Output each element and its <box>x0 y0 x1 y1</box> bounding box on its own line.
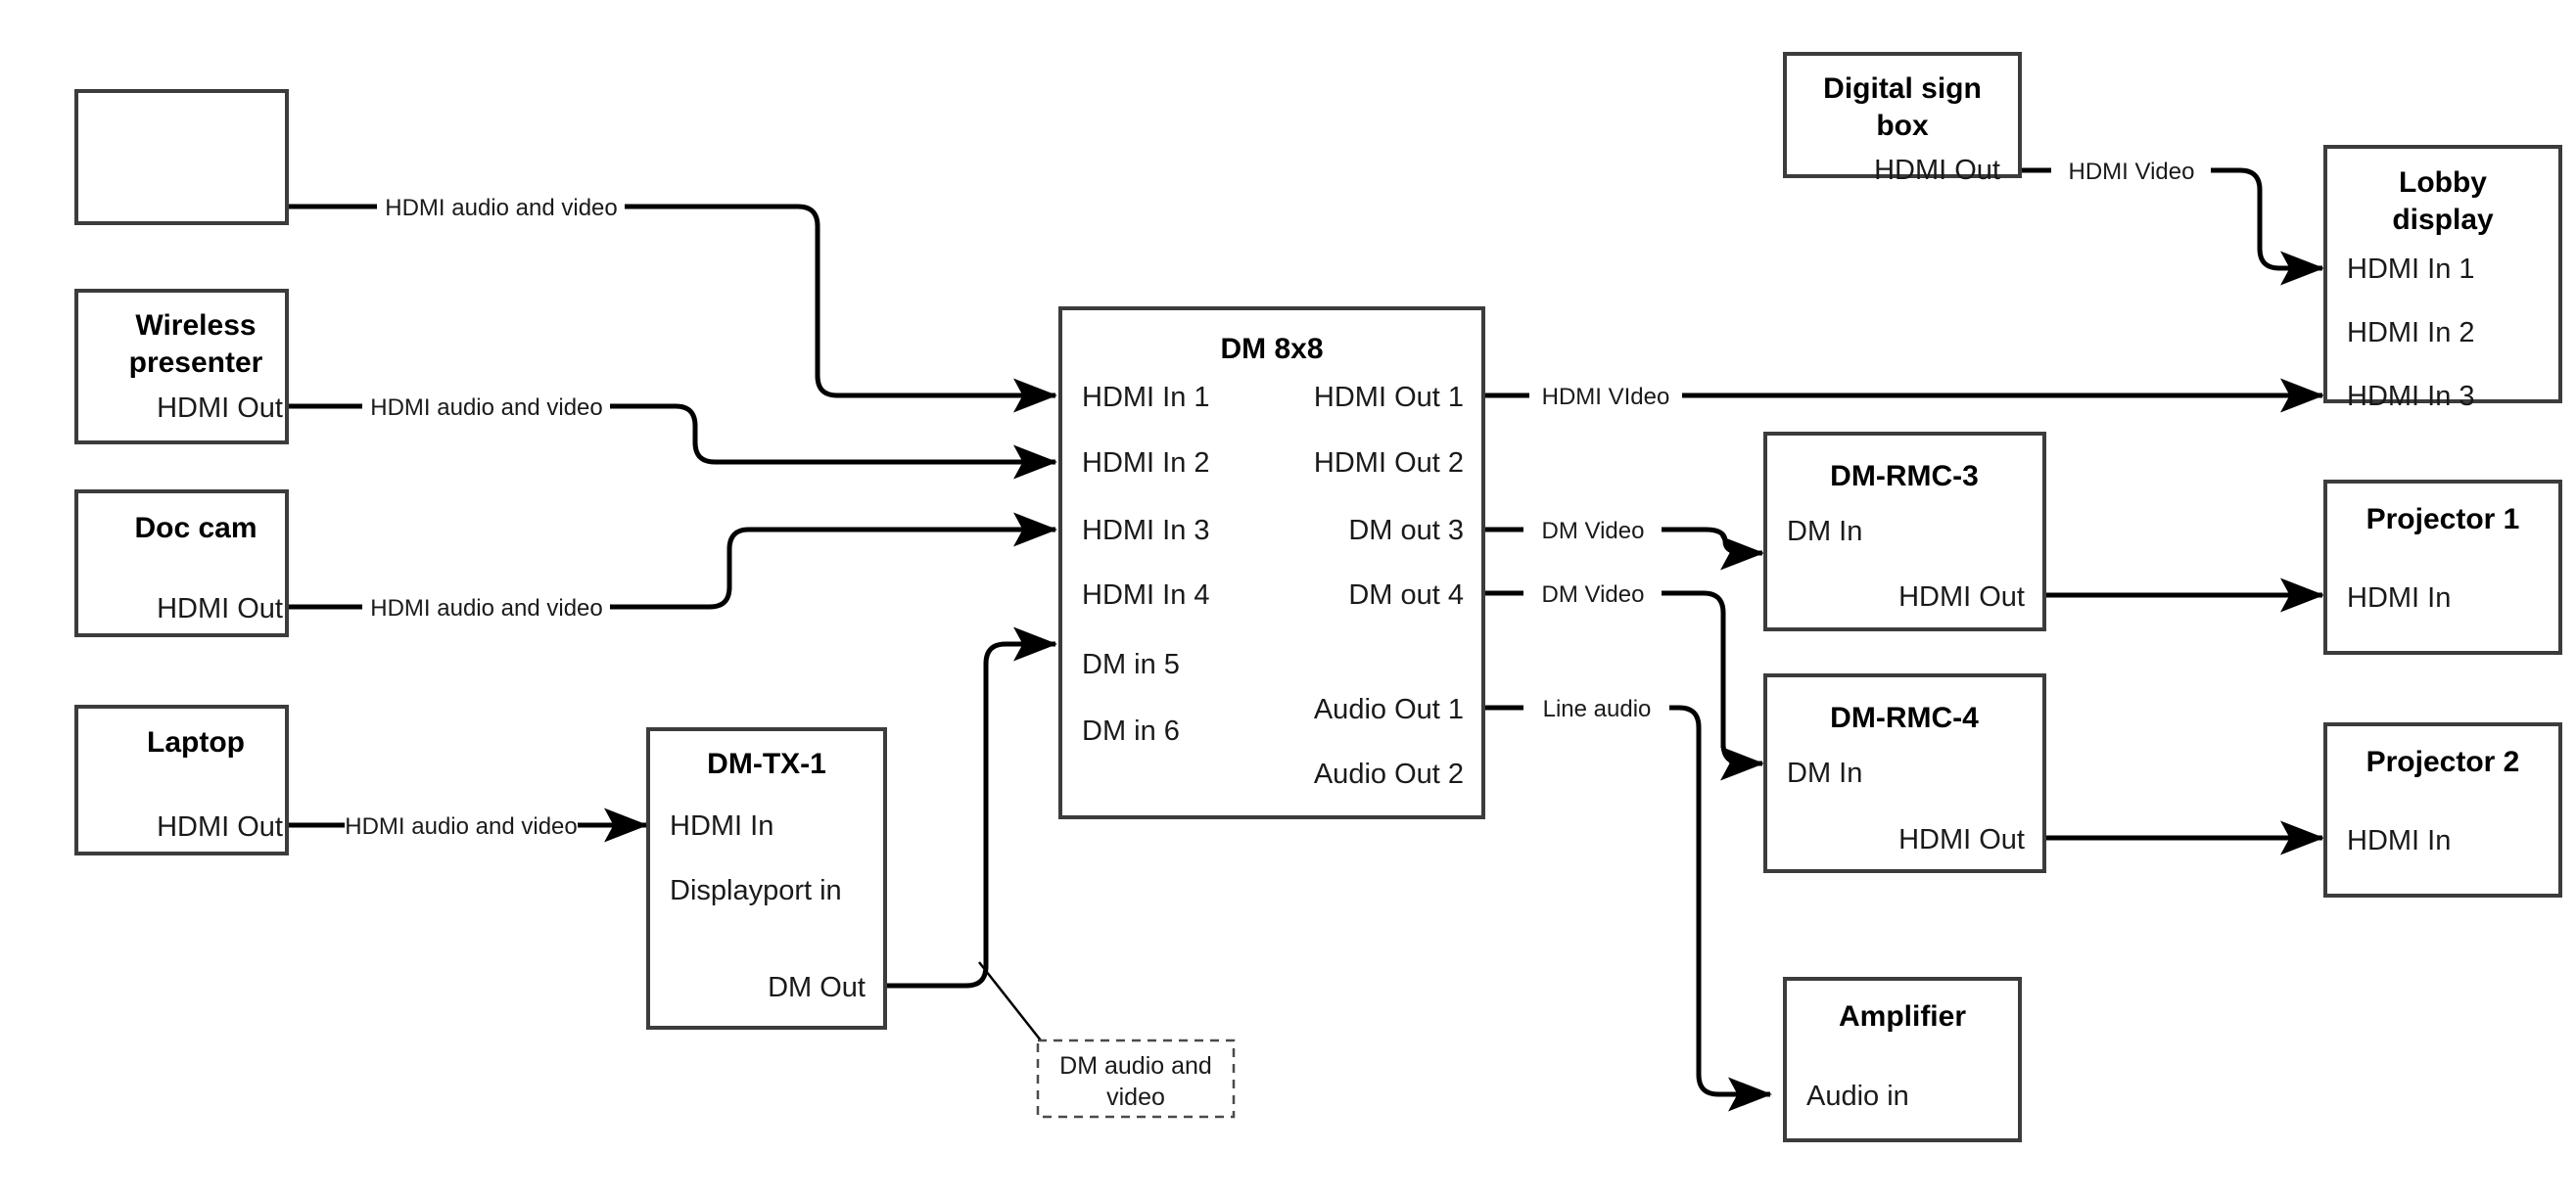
node-dm-tx-1-port-hdmi-in: HDMI In <box>670 810 773 842</box>
node-amplifier-title: Amplifier <box>1839 1000 1966 1033</box>
node-laptop-port-hdmi-out: HDMI Out <box>157 811 283 843</box>
node-amplifier-port-audio-in: Audio in <box>1806 1081 1909 1112</box>
node-dm-8x8-output-audio-out-1: Audio Out 1 <box>1314 694 1464 725</box>
note-dm-audio-and-video-line2: video <box>1106 1084 1165 1111</box>
node-dm-tx-1-port-dm-out: DM Out <box>768 972 866 1003</box>
node-lobby-display-title-line1: Lobby <box>2399 166 2487 199</box>
node-dm-8x8-output-audio-out-2: Audio Out 2 <box>1314 759 1464 790</box>
node-wireless-presenter[interactable]: Wireless presenter HDMI Out <box>74 289 289 444</box>
node-dm-8x8-input-hdmi-in-4: HDMI In 4 <box>1082 579 1210 611</box>
node-projector-1[interactable]: Projector 1 HDMI In <box>2323 480 2562 655</box>
node-dm-rmc-3-port-hdmi-out: HDMI Out <box>1898 581 2025 613</box>
node-dm-8x8-input-hdmi-in-3: HDMI In 3 <box>1082 515 1210 546</box>
node-projector-2-title: Projector 2 <box>2366 746 2520 778</box>
node-lobby-display-port-hdmi-in-2: HDMI In 2 <box>2347 317 2475 348</box>
edge-label-doccam-to-dm: HDMI audio and video <box>370 595 602 622</box>
note-dm-audio-and-video-line1: DM audio and <box>1059 1052 1212 1080</box>
node-projector-1-port-hdmi-in: HDMI In <box>2347 582 2451 614</box>
node-dm-8x8-input-dm-in-6: DM in 6 <box>1082 716 1180 747</box>
callout-leader-line <box>978 961 1042 1041</box>
wire-signbox-to-lobby-hdmi-in-1 <box>1971 167 2322 268</box>
node-dm-8x8[interactable]: DM 8x8 HDMI In 1 HDMI In 2 HDMI In 3 HDM… <box>1058 306 1485 819</box>
wire-doccam-to-dm8x8-hdmi-in-3 <box>189 530 1055 610</box>
wire-dm8x8-audioout1-to-amplifier <box>1484 705 1770 1094</box>
node-projector-1-title: Projector 1 <box>2366 503 2520 535</box>
node-dm-tx-1-port-displayport-in: Displayport in <box>670 875 842 906</box>
node-dm-rmc-3-title: DM-RMC-3 <box>1830 460 1979 492</box>
node-lobby-display-port-hdmi-in-3: HDMI In 3 <box>2347 381 2475 412</box>
node-dm-8x8-output-dm-out-3: DM out 3 <box>1348 515 1464 546</box>
node-dm-rmc-4[interactable]: DM-RMC-4 DM In HDMI Out <box>1763 673 2046 873</box>
node-blu-ray-outline[interactable] <box>74 89 289 225</box>
node-doc-cam-port-hdmi-out: HDMI Out <box>157 593 283 624</box>
node-dm-8x8-title: DM 8x8 <box>1220 333 1323 365</box>
node-digital-sign-box[interactable]: Digital sign box HDMI Out <box>1783 52 2022 186</box>
node-dm-rmc-4-port-dm-in: DM In <box>1787 758 1862 789</box>
node-laptop-title: Laptop <box>147 726 245 759</box>
node-wireless-presenter-title-line1: Wireless <box>135 309 256 342</box>
node-lobby-display[interactable]: Lobby display HDMI In 1 HDMI In 2 HDMI I… <box>2323 145 2562 412</box>
wire-dm8x8-dmout3-to-dmrmc3-dm-in <box>1484 530 1762 553</box>
node-amplifier[interactable]: Amplifier Audio in <box>1783 977 2022 1142</box>
node-digital-sign-box-port-hdmi-out: HDMI Out <box>1874 155 2000 186</box>
node-dm-rmc-3-port-dm-in: DM In <box>1787 516 1862 547</box>
node-digital-sign-box-title-line1: Digital sign <box>1823 72 1982 105</box>
wire-dmtx1-to-dm8x8-dm-in-5 <box>885 626 1057 989</box>
node-dm-rmc-4-port-hdmi-out: HDMI Out <box>1898 824 2025 855</box>
node-projector-2-port-hdmi-in: HDMI In <box>2347 825 2451 856</box>
node-wireless-presenter-title-line2: presenter <box>129 346 263 379</box>
node-lobby-display-port-hdmi-in-1: HDMI In 1 <box>2347 254 2475 285</box>
edge-label-audioout1-to-amp: Line audio <box>1543 696 1652 722</box>
edge-label-dmout4-to-rmc4: DM Video <box>1542 581 1645 608</box>
edge-label-dmout3-to-rmc3: DM Video <box>1542 518 1645 544</box>
node-doc-cam[interactable]: Doc cam HDMI Out <box>74 489 289 637</box>
node-dm-8x8-output-hdmi-out-1: HDMI Out 1 <box>1314 382 1464 413</box>
wire-bluray-to-dm8x8-hdmi-in-1 <box>189 204 1055 395</box>
node-dm-rmc-4-title: DM-RMC-4 <box>1830 702 1979 734</box>
edge-label-bluray-to-dm: HDMI audio and video <box>385 195 617 221</box>
note-dm-audio-and-video: DM audio and video <box>1036 1039 1236 1119</box>
node-projector-2[interactable]: Projector 2 HDMI In <box>2323 722 2562 898</box>
node-dm-8x8-output-dm-out-4: DM out 4 <box>1348 579 1464 611</box>
node-digital-sign-box-title-line2: box <box>1876 110 1929 142</box>
node-dm-8x8-output-hdmi-out-2: HDMI Out 2 <box>1314 447 1464 479</box>
edge-label-hdmiout1-to-lobby: HDMI VIdeo <box>1542 384 1670 410</box>
node-dm-rmc-3[interactable]: DM-RMC-3 DM In HDMI Out <box>1763 432 2046 631</box>
node-dm-8x8-input-dm-in-5: DM in 5 <box>1082 649 1180 680</box>
wire-dm8x8-dmout4-to-dmrmc4-dm-in <box>1484 590 1762 763</box>
node-dm-8x8-input-hdmi-in-2: HDMI In 2 <box>1082 447 1210 479</box>
node-lobby-display-title-line2: display <box>2392 204 2494 236</box>
edge-label-wireless-to-dm: HDMI audio and video <box>370 394 602 421</box>
node-dm-8x8-input-hdmi-in-1: HDMI In 1 <box>1082 382 1210 413</box>
edge-label-laptop-to-tx: HDMI audio and video <box>345 813 577 840</box>
node-doc-cam-title: Doc cam <box>134 512 257 544</box>
wire-wireless-to-dm8x8-hdmi-in-2 <box>189 403 1055 462</box>
node-laptop[interactable]: Laptop HDMI Out <box>74 705 289 855</box>
edge-label-signbox-to-lobby: HDMI Video <box>2069 159 2195 185</box>
node-dm-tx-1-title: DM-TX-1 <box>707 748 826 780</box>
node-wireless-presenter-port-hdmi-out: HDMI Out <box>157 393 283 424</box>
node-dm-tx-1[interactable]: DM-TX-1 HDMI In Displayport in DM Out <box>646 727 887 1030</box>
